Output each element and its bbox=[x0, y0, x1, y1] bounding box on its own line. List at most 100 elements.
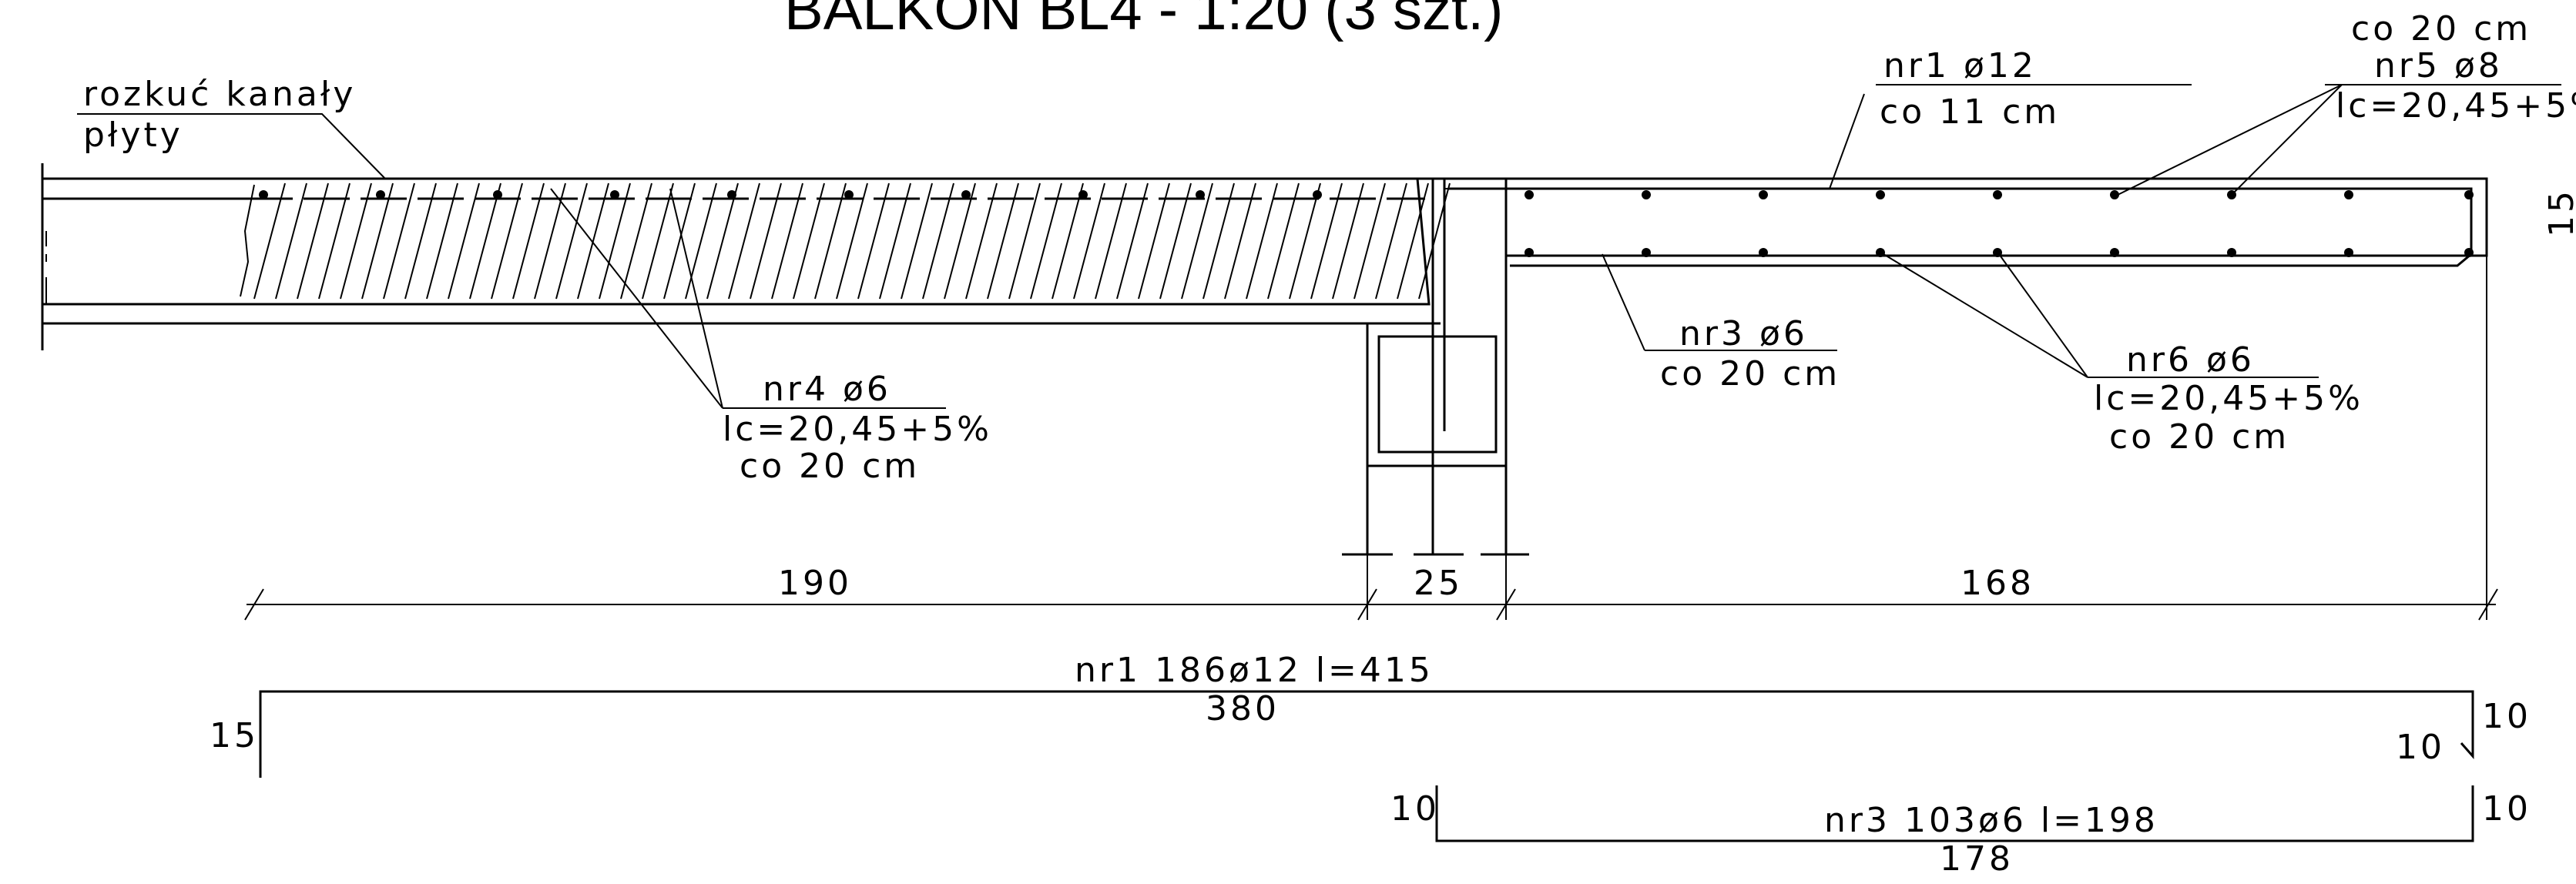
rebar-dot bbox=[1876, 248, 1885, 257]
rebar-dot bbox=[2227, 248, 2236, 257]
hatch-line bbox=[534, 182, 566, 300]
hatch-line bbox=[1073, 182, 1105, 300]
bar-nr1-shape bbox=[259, 690, 2474, 778]
hatch-line bbox=[1159, 182, 1192, 300]
rozkuc-label-2: płyty bbox=[83, 116, 183, 155]
hatch-line bbox=[491, 182, 523, 300]
hatch-line bbox=[685, 182, 717, 300]
hatch-line bbox=[426, 182, 458, 300]
bar-nr3-length: 178 bbox=[1940, 839, 2014, 879]
dim-25: 25 bbox=[1414, 564, 1463, 603]
hatch-line bbox=[750, 182, 782, 300]
hatch-line bbox=[1375, 182, 1407, 300]
hatch-line bbox=[1181, 182, 1213, 300]
nr6-label: nr6 ø6 bbox=[2126, 340, 2255, 380]
hatch-line bbox=[361, 182, 394, 300]
nr4-spacing: co 20 cm bbox=[740, 447, 920, 486]
hatch-line bbox=[1246, 182, 1278, 300]
hatch-line bbox=[620, 182, 652, 300]
rebar-dot bbox=[1524, 248, 1534, 257]
hatch-line bbox=[448, 182, 480, 300]
hatch-line bbox=[404, 182, 437, 300]
bar-nr1-right-leg: 10 bbox=[2482, 697, 2531, 736]
hatch-line bbox=[1095, 182, 1127, 300]
hatch-line bbox=[1008, 182, 1041, 300]
bar-nr3-right-leg: 10 bbox=[2482, 789, 2531, 829]
rebar-dot bbox=[2344, 190, 2353, 199]
rebar-dot bbox=[1642, 190, 1651, 199]
hatch-line bbox=[1116, 182, 1149, 300]
rebar-dot bbox=[1313, 190, 1322, 199]
hatch-line bbox=[1267, 182, 1300, 300]
nr5-spacing: co 20 cm bbox=[2351, 9, 2531, 49]
balcony-slab bbox=[1441, 177, 2488, 267]
hatch-line bbox=[944, 182, 976, 300]
hatch-line bbox=[771, 182, 803, 300]
rebar-dot bbox=[259, 190, 268, 199]
dimension-line bbox=[244, 256, 2498, 621]
rebar-dot bbox=[1876, 190, 1885, 199]
hatch-line bbox=[1310, 182, 1343, 300]
edge-dim-15: 15 bbox=[2542, 188, 2576, 237]
rebar-dot bbox=[2464, 248, 2474, 257]
nr6-length: lc=20,45+5% bbox=[2094, 379, 2363, 418]
hatch-line bbox=[1224, 182, 1256, 300]
hatch-line bbox=[297, 182, 329, 300]
nr4-label: nr4 ø6 bbox=[763, 370, 891, 409]
hatched-concrete-infill bbox=[240, 177, 1451, 306]
hatch-line bbox=[706, 182, 739, 300]
hatch-line bbox=[1052, 182, 1084, 300]
hatch-line bbox=[901, 182, 933, 300]
hatch-line bbox=[663, 182, 696, 300]
rozkuc-label-1: rozkuć kanały bbox=[83, 75, 356, 114]
hatch-line bbox=[512, 182, 545, 300]
leader-lines bbox=[77, 84, 2561, 409]
bar-nr1-caption: nr1 186ø12 l=415 bbox=[1075, 651, 1434, 690]
hatch-line bbox=[383, 182, 415, 300]
bar-nr1-length: 380 bbox=[1206, 689, 1280, 728]
hatch-line bbox=[275, 182, 307, 300]
hatch-line bbox=[987, 182, 1019, 300]
rebar-dot bbox=[1078, 190, 1088, 199]
rebar-dot bbox=[493, 190, 502, 199]
rebar-dot bbox=[1759, 190, 1768, 199]
drawing-title: BALKON BL4 - 1:20 (3 szt.) bbox=[784, 0, 1504, 42]
nr5-length: lc=20,45+5% bbox=[2336, 86, 2576, 126]
hatch-line bbox=[1353, 182, 1386, 300]
nr3-label: nr3 ø6 bbox=[1679, 314, 1808, 353]
nr3-spacing: co 20 cm bbox=[1660, 354, 1840, 393]
hatch-line bbox=[1202, 182, 1235, 300]
nr1-spacing: co 11 cm bbox=[1880, 92, 2060, 132]
existing-slab bbox=[41, 163, 1441, 350]
hatch-line bbox=[340, 182, 372, 300]
rebar-dot bbox=[727, 190, 736, 199]
rebar-dot bbox=[1524, 190, 1534, 199]
hatch-line bbox=[1332, 182, 1364, 300]
hatch-line bbox=[642, 182, 674, 300]
hatch-line bbox=[836, 182, 868, 300]
nr5-label: nr5 ø8 bbox=[2374, 46, 2503, 85]
rebar-dot bbox=[1196, 190, 1205, 199]
hatch-line bbox=[469, 182, 501, 300]
bar-nr3-left-leg: 10 bbox=[1390, 789, 1440, 829]
wall-beam bbox=[1342, 179, 1529, 556]
rebar-dot bbox=[1642, 248, 1651, 257]
hatch-line bbox=[1030, 182, 1062, 300]
dim-168: 168 bbox=[1961, 564, 2034, 603]
rebar-dot bbox=[2464, 190, 2474, 199]
bar-nr3-caption: nr3 103ø6 l=198 bbox=[1824, 801, 2158, 840]
hatch-line bbox=[922, 182, 954, 300]
rebar-dot bbox=[844, 190, 854, 199]
dim-190: 190 bbox=[778, 564, 852, 603]
hatch-line bbox=[793, 182, 825, 300]
nr1-label: nr1 ø12 bbox=[1883, 46, 2037, 85]
hatch-line bbox=[318, 182, 351, 300]
hatch-line bbox=[728, 182, 760, 300]
hatch-line bbox=[577, 182, 609, 300]
rebar-dot bbox=[1759, 248, 1768, 257]
rebar-dot bbox=[1993, 190, 2002, 199]
hatch-line bbox=[253, 182, 286, 300]
nr6-spacing: co 20 cm bbox=[2109, 417, 2289, 457]
rebar-dot bbox=[2110, 190, 2119, 199]
